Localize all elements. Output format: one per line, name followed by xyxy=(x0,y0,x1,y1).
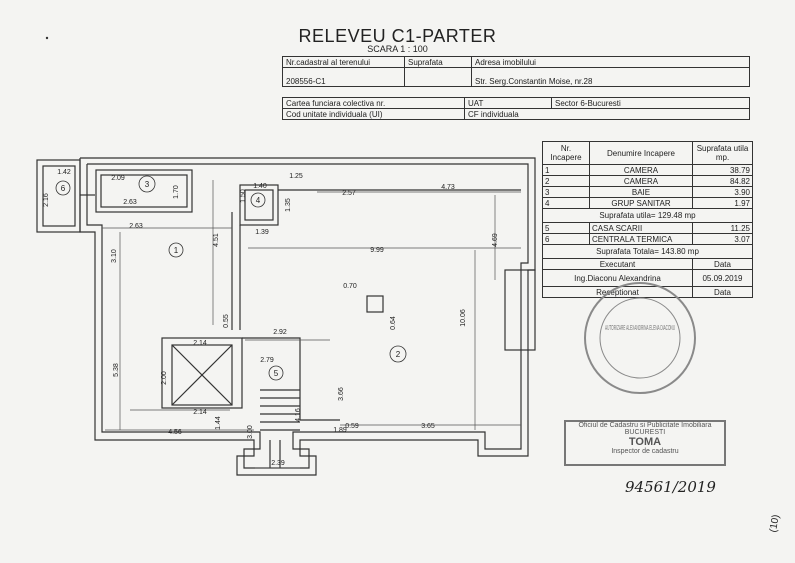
dim-text: 2.63 xyxy=(129,223,143,230)
data2-label: Data xyxy=(692,286,753,298)
dim-text: 2.16 xyxy=(43,193,50,207)
room-3-circle xyxy=(138,175,156,193)
office-stamp-line2: BUCURESTI xyxy=(624,429,666,436)
room-1-circle xyxy=(168,242,184,258)
room-5-circle xyxy=(268,365,284,381)
room-5-label: 5 xyxy=(274,369,279,378)
room-2-label: 2 xyxy=(396,350,401,359)
room-6-circle xyxy=(55,180,71,196)
header-table-top: Nr.cadastral al terenului Suprafata Adre… xyxy=(282,56,750,87)
dim-text: 0.70 xyxy=(343,283,357,290)
dim-text: 4.69 xyxy=(492,233,499,247)
dim-text: 0.59 xyxy=(345,423,359,430)
dim-text: 1.39 xyxy=(255,229,269,236)
dim-text: 2.92 xyxy=(273,329,287,336)
dim-text: 3.10 xyxy=(111,249,118,263)
dim-text: 0.55 xyxy=(223,314,230,328)
room-4-label: 4 xyxy=(256,196,261,205)
room-6-label: 6 xyxy=(61,184,66,193)
dim-text: 2.00 xyxy=(161,371,168,385)
rooms-table: Nr. Incapere Denumire Incapere Suprafata… xyxy=(542,141,753,298)
room-4-box xyxy=(239,184,279,226)
cf-label: CF individuala xyxy=(464,108,750,120)
dim-text: 4.16 xyxy=(295,408,302,422)
dim-text: 0.64 xyxy=(390,316,397,330)
dim-text: 4.73 xyxy=(441,184,455,191)
round-stamp-text: AUTORIZARE ALEXANDRINA ELENA DIACONU xyxy=(605,325,675,332)
office-stamp: Oficiul de Cadastru si Publicitate Imobi… xyxy=(564,420,726,466)
pillar xyxy=(366,295,384,313)
room-1-label: 1 xyxy=(174,246,179,255)
dim-text: 4.56 xyxy=(168,429,182,436)
dim-text: 2.57 xyxy=(342,190,356,197)
scale-label: SCARA 1 : 100 xyxy=(367,44,428,54)
room-6-box xyxy=(36,159,81,233)
dim-text: 1.44 xyxy=(215,416,222,430)
office-stamp-line4: Inspector de cadastru xyxy=(611,448,679,455)
room-3-label: 3 xyxy=(145,180,150,189)
dim-text: 10.06 xyxy=(460,309,467,327)
round-stamp: AUTORIZARE ALEXANDRINA ELENA DIACONU xyxy=(584,282,696,394)
rooms-header-area: Suprafata utila mp. xyxy=(692,141,753,165)
dim-text: 3.66 xyxy=(338,387,345,401)
office-stamp-line3: TOMA xyxy=(628,436,662,448)
stairs xyxy=(260,389,300,468)
room-4-circle xyxy=(250,192,266,208)
dim-text: 5.38 xyxy=(113,363,120,377)
dim-text: 9.99 xyxy=(370,247,384,254)
office-stamp-line1: Oficiul de Cadastru si Publicitate Imobi… xyxy=(578,422,712,429)
elevator-shaft xyxy=(171,344,233,406)
dim-text: 2.79 xyxy=(260,357,274,364)
dim-text: 2.63 xyxy=(123,199,137,206)
dim-text: 1.42 xyxy=(57,169,71,176)
dim-text: 1.35 xyxy=(285,198,292,212)
dim-text: 1.40 xyxy=(253,183,267,190)
room-2-circle xyxy=(389,345,407,363)
dim-text: 1.50 xyxy=(240,189,247,203)
dim-text: 2.09 xyxy=(111,175,125,182)
dim-text: 1.89 xyxy=(333,427,347,434)
dim-text: 2.39 xyxy=(271,460,285,467)
document-title: RELEVEU C1-PARTER xyxy=(298,26,497,46)
rooms-header-name: Denumire Incapere xyxy=(589,141,693,165)
punch-dot xyxy=(45,36,49,40)
header-table-bottom: Cartea funciara colectiva nr. UAT Sector… xyxy=(282,97,750,120)
room-3-box xyxy=(95,169,193,213)
dim-text: 4.51 xyxy=(213,233,220,247)
dim-text: 3.65 xyxy=(421,423,435,430)
dim-text: 3.00 xyxy=(247,425,254,439)
dim-text: 1.25 xyxy=(289,173,303,180)
dim-text: 1.70 xyxy=(173,185,180,199)
handwritten-number: 94561/2019 xyxy=(625,478,716,496)
dim-text: 2.14 xyxy=(193,409,207,416)
dim-text: 2.14 xyxy=(193,340,207,347)
adresa-value: Str. Serg.Constantin Moise, nr.28 xyxy=(471,67,750,87)
